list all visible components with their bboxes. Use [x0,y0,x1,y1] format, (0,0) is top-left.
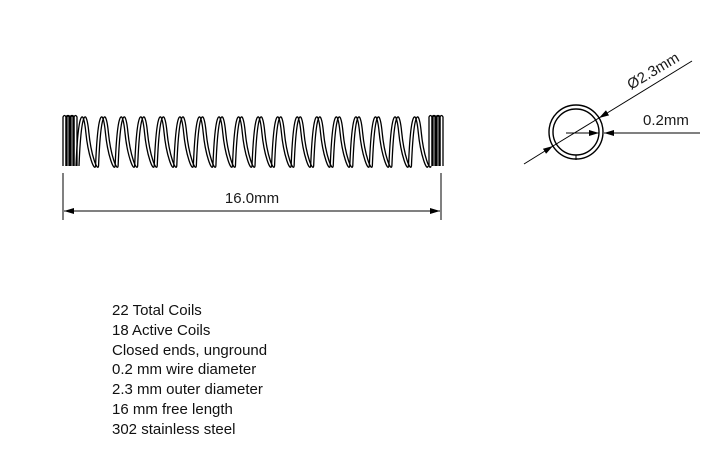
length-dimension [62,173,442,220]
spring-coils-inner [65,114,444,168]
length-label: 16.0mm [225,190,279,207]
spec-end-type: Closed ends, unground [112,341,268,359]
spring-end-view [523,60,700,165]
spec-wire-diameter: 0.2 mm wire diameter [112,361,257,379]
spring-specifications: 22 Total Coils 18 Active Coils Closed en… [112,301,267,440]
spec-total-coils: 22 Total Coils [112,302,202,319]
spec-outer-diameter: 2.3 mm outer diameter [112,381,263,399]
outer-diameter-label: Ø2.3mm [624,49,682,93]
spec-active-coils: 18 Active Coils [112,321,211,339]
spec-free-length: 16 mm free length [112,400,233,418]
spring-side-view [62,114,444,168]
diameter-leader-upper [598,60,693,119]
diameter-leader-lower [523,145,554,165]
wire-diameter-label: 0.2mm [643,112,689,129]
spec-material: 302 stainless steel [112,420,236,438]
